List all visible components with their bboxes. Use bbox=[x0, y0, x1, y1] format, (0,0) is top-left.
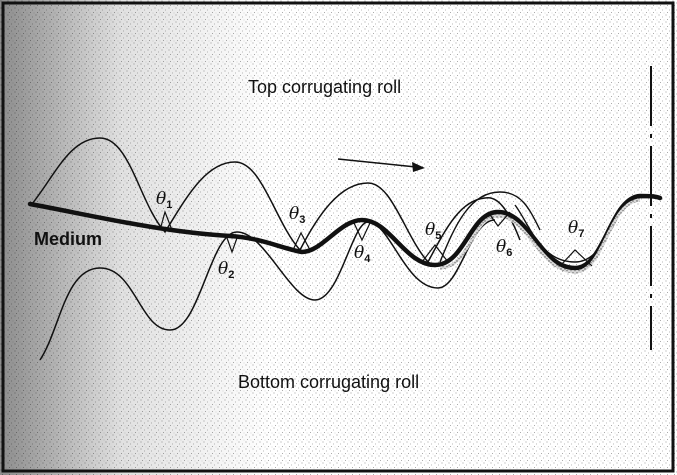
theta-label-1: θ1 bbox=[156, 189, 172, 211]
theta-label-3: θ3 bbox=[289, 204, 305, 226]
angle-mark-7 bbox=[559, 249, 593, 267]
angle-mark-2 bbox=[226, 237, 238, 254]
theta-label-4: θ4 bbox=[354, 243, 371, 265]
medium-label: Medium bbox=[34, 229, 102, 249]
theta-label-7: θ7 bbox=[568, 218, 584, 240]
medium-shading bbox=[439, 198, 641, 274]
top-roll-profile-right bbox=[439, 191, 541, 263]
top-roll-profile bbox=[31, 137, 521, 264]
angle-mark-3 bbox=[292, 231, 311, 251]
top-roll-label: Top corrugating roll bbox=[248, 77, 401, 97]
theta-label-2: θ2 bbox=[218, 259, 234, 281]
angle-mark-5 bbox=[421, 244, 449, 263]
theta-label-5: θ5 bbox=[425, 220, 441, 242]
angle-mark-1 bbox=[159, 210, 173, 231]
theta-label-6: θ6 bbox=[496, 237, 512, 259]
direction-arrow bbox=[337, 158, 425, 172]
angle-mark-6 bbox=[487, 211, 511, 227]
bottom-roll-label: Bottom corrugating roll bbox=[238, 372, 419, 392]
bottom-roll-profile bbox=[39, 219, 496, 361]
angle-mark-4 bbox=[353, 222, 371, 242]
